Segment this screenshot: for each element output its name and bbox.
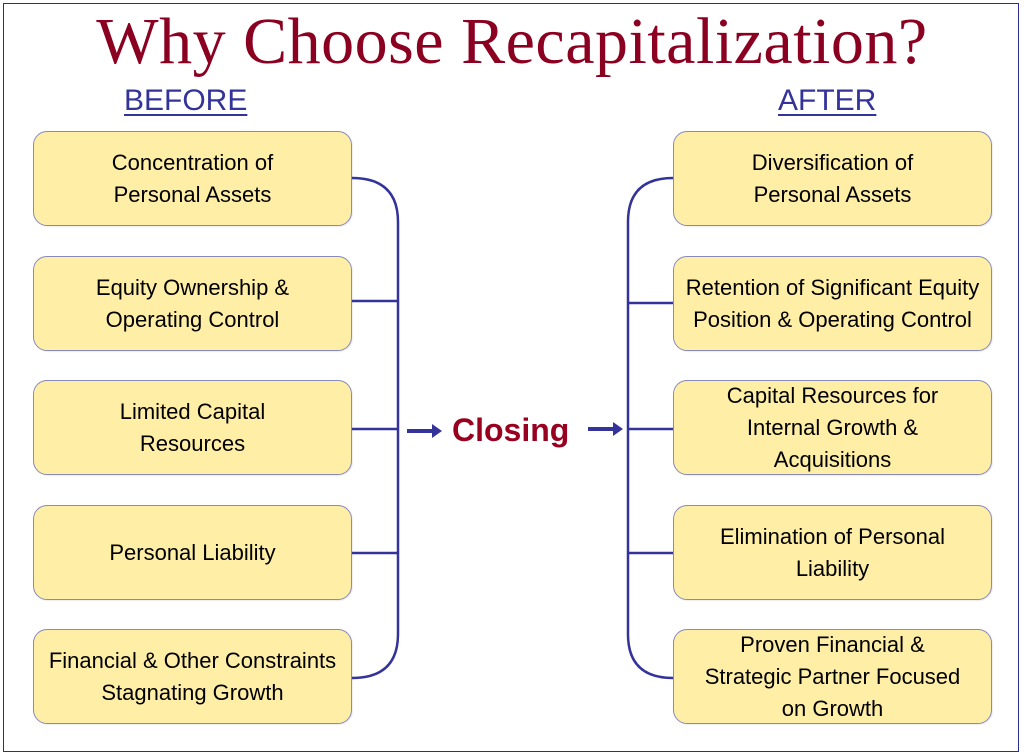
before-box-2-text: Equity Ownership & Operating Control — [95, 274, 290, 332]
slide-border — [3, 3, 1019, 752]
before-box-4: Personal Liability — [33, 505, 352, 600]
after-box-3-text: Capital Resources for Internal Growth & … — [726, 382, 939, 472]
after-box-5-text: Proven Financial & Strategic Partner Foc… — [704, 631, 961, 721]
slide-title: Why Choose Recapitalization? — [96, 5, 928, 78]
after-heading: AFTER — [778, 84, 877, 117]
after-box-1-text: Diversification of Personal Assets — [751, 149, 914, 207]
before-box-2: Equity Ownership & Operating Control — [33, 256, 352, 351]
before-box-5-text: Financial & Other Constraints Stagnating… — [48, 647, 337, 705]
arrow-right-icon — [407, 424, 442, 438]
after-box-5: Proven Financial & Strategic Partner Foc… — [673, 629, 992, 724]
before-box-3: Limited Capital Resources — [33, 380, 352, 475]
before-box-1: Concentration of Personal Assets — [33, 131, 352, 226]
after-box-2: Retention of Significant Equity Position… — [673, 256, 992, 351]
after-box-4: Elimination of Personal Liability — [673, 505, 992, 600]
after-box-3: Capital Resources for Internal Growth & … — [673, 380, 992, 475]
after-box-4-text: Elimination of Personal Liability — [719, 523, 945, 581]
after-box-2-text: Retention of Significant Equity Position… — [685, 274, 980, 332]
after-box-1: Diversification of Personal Assets — [673, 131, 992, 226]
before-box-4-text: Personal Liability — [109, 539, 276, 565]
arrow-right-icon — [588, 422, 623, 436]
before-heading: BEFORE — [124, 84, 248, 117]
before-box-1-text: Concentration of Personal Assets — [111, 149, 274, 207]
before-box-5: Financial & Other Constraints Stagnating… — [33, 629, 352, 724]
closing-label: Closing — [452, 412, 570, 448]
before-box-3-text: Limited Capital Resources — [119, 398, 266, 456]
